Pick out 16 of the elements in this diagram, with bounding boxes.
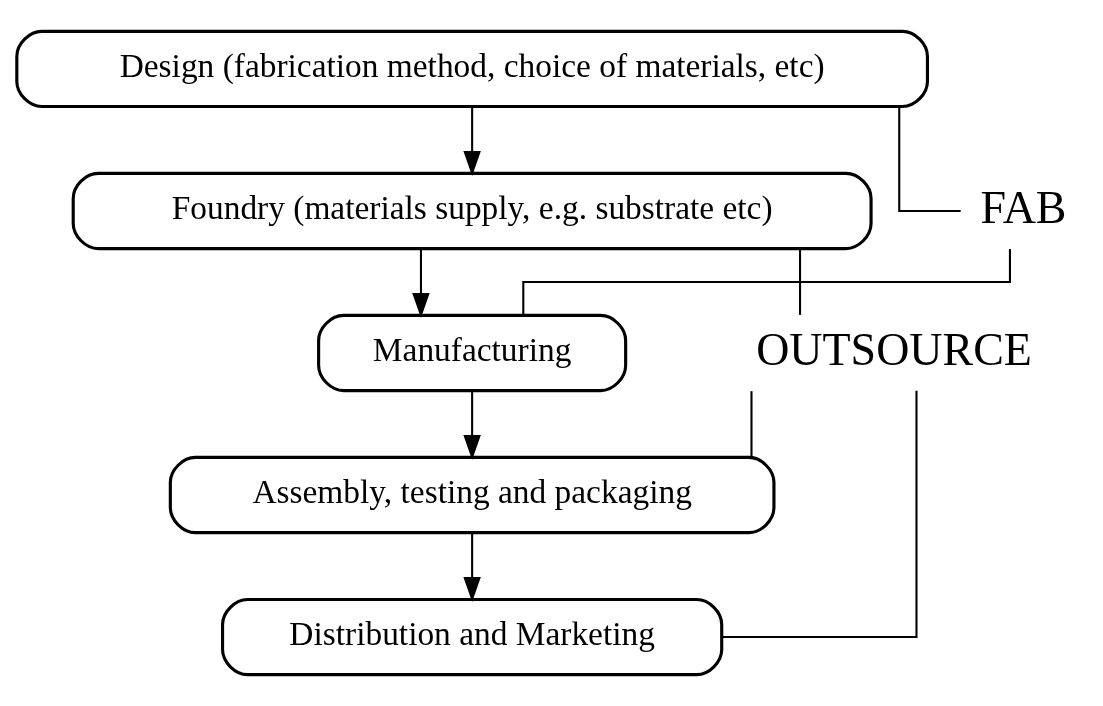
node-box: Assembly, testing and packaging [168,455,776,535]
node-box: Design (fabrication method, choice of materials, etc) [15,29,929,109]
connector [898,107,961,212]
node-text: FAB [980,181,1067,233]
arrow [463,533,481,603]
connector [799,249,802,315]
arrow [412,249,430,318]
connector [750,391,753,457]
node-box: Foundry (materials supply, e.g. substrate etc) [71,171,873,251]
node-box: Manufacturing [317,313,628,393]
arrow [463,391,481,461]
node-text: OUTSOURCE [756,323,1032,375]
node-box: Distribution and Marketing [220,597,724,677]
connector [522,248,1011,315]
connector [722,390,918,639]
arrow [463,107,481,176]
